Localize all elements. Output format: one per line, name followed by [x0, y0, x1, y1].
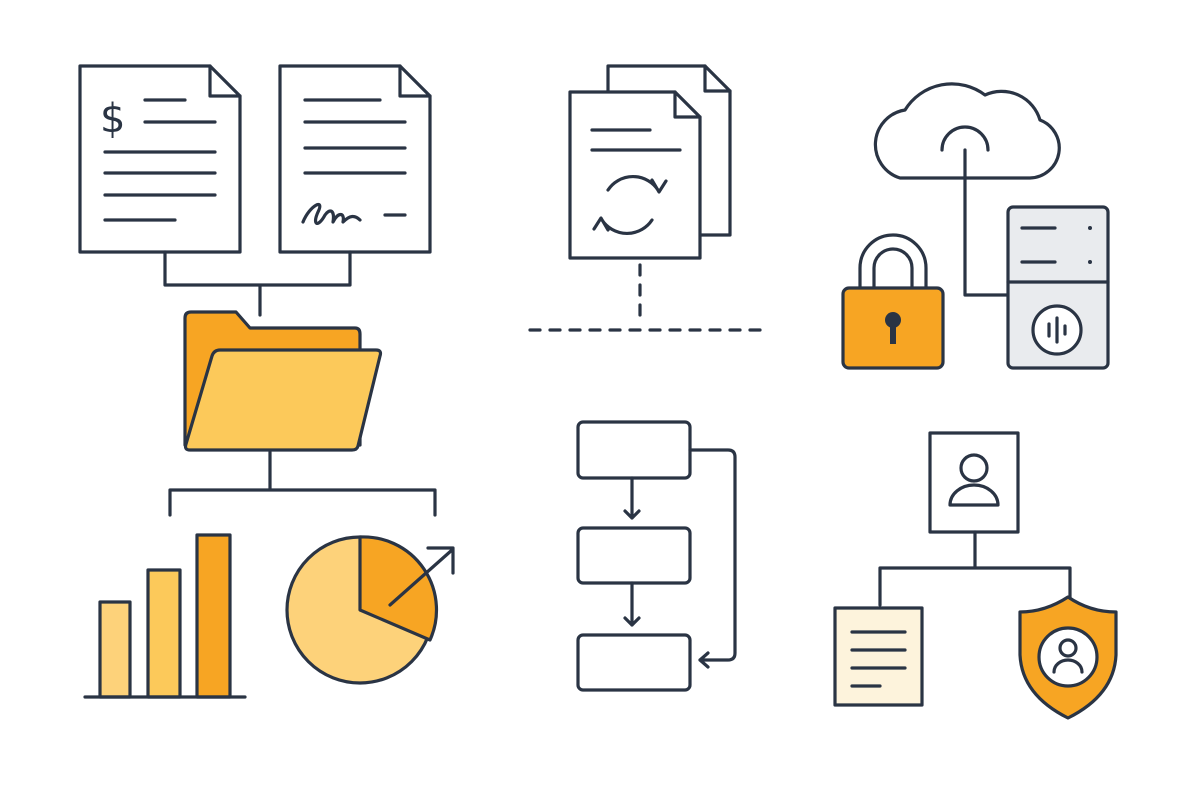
- connector-lines: [168, 450, 437, 517]
- profile-card-icon: [928, 431, 1020, 534]
- bar-chart-icon: [83, 533, 247, 699]
- flowchart-icon: [576, 420, 737, 692]
- currency-symbol: $: [100, 96, 125, 142]
- pie-chart-growth-icon: [285, 535, 455, 685]
- connector-lines: [878, 530, 1072, 607]
- refresh-icon: [592, 175, 668, 235]
- dashed-divider: [528, 263, 772, 332]
- signed-contract-icon: [278, 64, 432, 254]
- padlock-icon: [841, 233, 945, 370]
- document-icon: [833, 606, 924, 707]
- cloud-icon: [873, 82, 1061, 297]
- invoice-document-icon: $: [78, 64, 242, 254]
- document-sync-icon: [568, 64, 732, 260]
- server-icon: [1006, 205, 1110, 370]
- folder-icon: [183, 310, 383, 452]
- signature: [301, 202, 407, 225]
- connector-lines: [163, 250, 352, 317]
- shield-user-icon: [1018, 595, 1118, 720]
